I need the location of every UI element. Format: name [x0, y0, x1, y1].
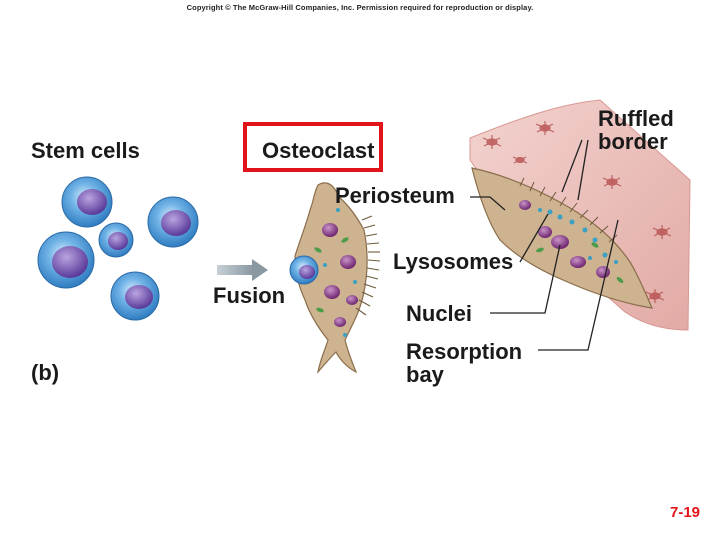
label-lysosomes: Lysosomes [393, 249, 514, 274]
stem-cell-group [37, 176, 199, 321]
stem-cell [110, 271, 160, 321]
bound-osteoclast [471, 167, 653, 309]
fusing-stem-cell [289, 255, 319, 285]
stem-cell [147, 196, 199, 248]
label-ruffled-line1: Ruffled [598, 106, 674, 131]
nuclei-leader [490, 244, 561, 314]
label-nuclei: Nuclei [406, 301, 473, 326]
label-resorption-line1: Resorption [406, 339, 523, 364]
osteoclast-highlight-box [243, 122, 383, 172]
lysosomes-leader [519, 213, 549, 263]
periosteum-leader [470, 196, 506, 211]
ruffled-border-leader-2 [577, 139, 589, 201]
stem-cell [37, 231, 95, 289]
label-osteoclast: Osteoclast [262, 138, 375, 163]
stem-cell [61, 176, 113, 228]
ruffled-border-leader-1 [561, 139, 583, 193]
slide-number: 7-19 [670, 504, 701, 521]
label-stem-cells: Stem cells [31, 138, 140, 163]
fusion-arrow [217, 259, 268, 281]
resorption-bay-leader [538, 219, 619, 351]
label-resorption-line2: bay [406, 362, 444, 387]
copyright-notice: Copyright © The McGraw-Hill Companies, I… [186, 3, 534, 12]
label-periosteum: Periosteum [335, 183, 455, 208]
label-ruffled-line2: border [598, 129, 668, 154]
label-panel-b: (b) [31, 360, 60, 385]
fusing-osteoclast [289, 182, 381, 375]
fusing-cell-fringe [355, 215, 381, 316]
ruffled-border-fringe [519, 177, 618, 243]
label-fusion: Fusion [213, 283, 286, 308]
leader-lines [470, 139, 619, 351]
stem-cell [98, 222, 134, 258]
